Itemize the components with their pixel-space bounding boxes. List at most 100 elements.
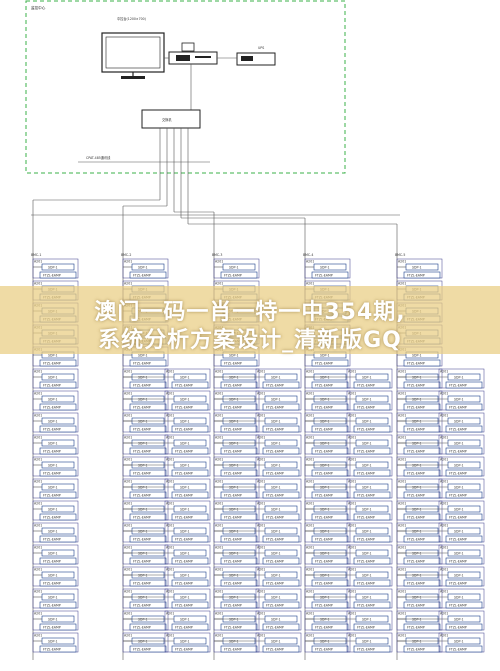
lamp-label: FTZL-EAMP — [407, 516, 425, 520]
switch-label: 交换机 — [162, 117, 172, 122]
room-label: A201 — [166, 436, 174, 440]
watermark-banner: 澳门一码一肖一特一中354期, 系统分析方案设计_清新版GQ — [0, 286, 500, 354]
lamp-box — [129, 447, 167, 455]
room-label: A201 — [306, 524, 314, 528]
lamp-box — [171, 579, 209, 587]
controller-box — [173, 549, 207, 557]
lamp-label: FTZL-EAMP — [266, 538, 284, 542]
controller-label: SDP-1 — [180, 552, 190, 556]
controller-label: SDP-1 — [180, 398, 190, 402]
controller-label: SDP-1 — [138, 574, 148, 578]
lamp-box — [445, 535, 483, 543]
lamp-label: FTZL-EAMP — [407, 472, 425, 476]
controller-label: SDP-1 — [271, 618, 281, 622]
controller-label: SDP-1 — [454, 618, 464, 622]
lamp-box — [311, 403, 349, 411]
controller-label: SDP-1 — [48, 574, 58, 578]
controller-box — [41, 483, 75, 491]
room-label: A201 — [166, 524, 174, 528]
room-label: A201 — [398, 634, 406, 638]
lamp-label: FTZL-EAMP — [224, 384, 242, 388]
room-label: A201 — [306, 414, 314, 418]
lamp-label: FTZL-EAMP — [315, 516, 333, 520]
room-label: A201 — [348, 546, 356, 550]
controller-box — [264, 615, 298, 623]
lamp-box — [311, 645, 349, 653]
lamp-box — [353, 623, 391, 631]
controller-box — [264, 483, 298, 491]
controller-box — [173, 505, 207, 513]
lamp-box — [403, 447, 441, 455]
room-label: A201 — [440, 370, 448, 374]
lamp-box — [311, 425, 349, 433]
controller-label: SDP-1 — [138, 266, 148, 270]
lamp-box — [311, 623, 349, 631]
lamp-label: FTZL-EAMP — [224, 450, 242, 454]
controller-label: SDP-1 — [229, 420, 239, 424]
lamp-box — [403, 403, 441, 411]
controller-box — [447, 593, 481, 601]
controller-box — [41, 417, 75, 425]
controller-label: SDP-1 — [362, 420, 372, 424]
room-label: A201 — [166, 590, 174, 594]
controller-label: SDP-1 — [138, 596, 148, 600]
controller-label: SDP-1 — [454, 596, 464, 600]
lamp-label: FTZL-EAMP — [175, 428, 193, 432]
room-label: A201 — [398, 480, 406, 484]
controller-box — [447, 615, 481, 623]
monitor-icon — [101, 32, 165, 79]
lamp-box — [403, 469, 441, 477]
room-label: A201 — [34, 480, 42, 484]
controller-box — [264, 373, 298, 381]
lamp-label: FTZL-EAMP — [224, 560, 242, 564]
room-label: A201 — [34, 568, 42, 572]
room-label: A201 — [215, 458, 223, 462]
lamp-label: FTZL-EAMP — [407, 626, 425, 630]
lamp-box — [262, 447, 300, 455]
lamp-label: FTZL-EAMP — [449, 626, 467, 630]
network-switch — [141, 109, 201, 129]
controller-label: SDP-1 — [320, 442, 330, 446]
room-label: A201 — [166, 546, 174, 550]
controller-label: SDP-1 — [180, 420, 190, 424]
room-label: A201 — [257, 436, 265, 440]
lamp-label: FTZL-EAMP — [43, 604, 61, 608]
controller-label: SDP-1 — [229, 618, 239, 622]
room-label: A201 — [124, 458, 132, 462]
lamp-label: FTZL-EAMP — [175, 494, 193, 498]
room-label: A201 — [257, 392, 265, 396]
lamp-box — [220, 645, 258, 653]
lamp-label: FTZL-EAMP — [133, 494, 151, 498]
controller-box — [313, 263, 347, 271]
room-label: A201 — [306, 370, 314, 374]
lamp-box — [171, 491, 209, 499]
lamp-label: FTZL-EAMP — [43, 406, 61, 410]
room-label: A201 — [257, 414, 265, 418]
controller-label: SDP-1 — [180, 618, 190, 622]
controller-box — [173, 483, 207, 491]
room-label: A201 — [440, 436, 448, 440]
controller-label: SDP-1 — [412, 354, 422, 358]
